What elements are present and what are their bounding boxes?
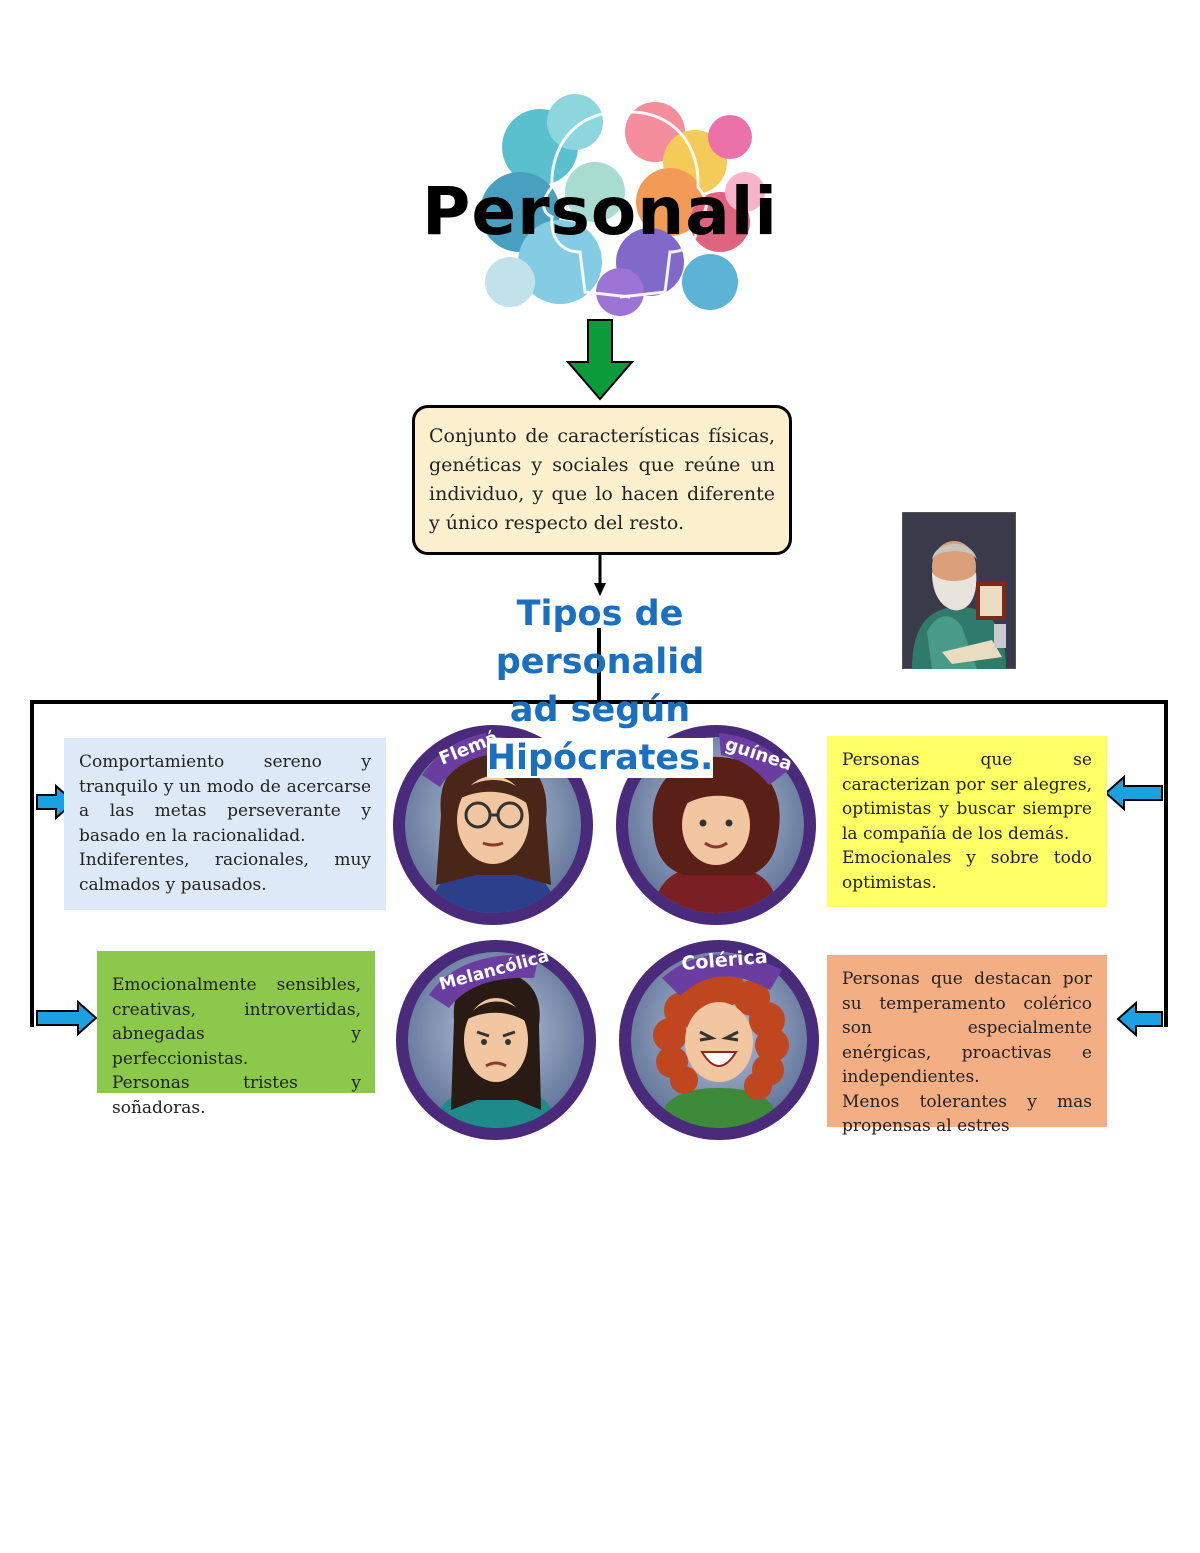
colerica-description: Personas que destacan por su temperament… — [827, 955, 1107, 1136]
subtitle-line-2: personalid — [495, 642, 705, 682]
flematica-badge: Flemá — [393, 725, 593, 925]
melancolica-desc-p1: Emocionalmente sensibles, creativas, int… — [112, 975, 361, 1069]
colerica-desc-p2: Menos tolerantes y mas propensas al estr… — [842, 1091, 1092, 1137]
definition-box: Conjunto de características físicas, gen… — [412, 405, 792, 555]
colerica-badge: Colérica — [619, 940, 819, 1140]
subtitle-line-1: Tipos de — [516, 594, 684, 634]
melancolica-description: Emocionalmente sensibles, creativas, int… — [97, 951, 375, 1118]
left-arrow-icon — [1104, 774, 1163, 812]
right-arrow-icon — [36, 999, 98, 1037]
page-title: Personali — [421, 173, 779, 250]
subtitle-line-3: ad según — [509, 690, 691, 730]
sanguinea-desc-p1: Personas que se caracterizan por ser ale… — [842, 750, 1092, 844]
watercolor-head-art — [480, 94, 765, 316]
subtitle-line-4: Hipócrates. — [486, 738, 714, 778]
flematica-desc-p1: Comportamiento sereno y tranquilo y un m… — [79, 752, 371, 846]
subtitle: Tipos de personalid ad según Hipócrates. — [470, 590, 730, 782]
flematica-description: Comportamiento sereno y tranquilo y un m… — [64, 738, 386, 910]
melancolica-desc-p2: Personas tristes y soñadoras. — [112, 1073, 361, 1118]
sanguinea-description: Personas que se caracterizan por ser ale… — [827, 736, 1107, 907]
left-arrow-icon — [1116, 1000, 1163, 1038]
colerica-desc-p1: Personas que destacan por su temperament… — [842, 969, 1092, 1087]
flematica-desc-p2: Indiferentes, racionales, muy calmados y… — [79, 850, 371, 895]
definition-text: Conjunto de características físicas, gen… — [429, 425, 775, 534]
down-arrow-icon — [565, 319, 635, 401]
hippocrates-portrait — [902, 512, 1016, 669]
sanguinea-desc-p2: Emocionales y sobre todo optimistas. — [842, 848, 1092, 893]
melancolica-badge: Melancólica — [396, 940, 596, 1140]
